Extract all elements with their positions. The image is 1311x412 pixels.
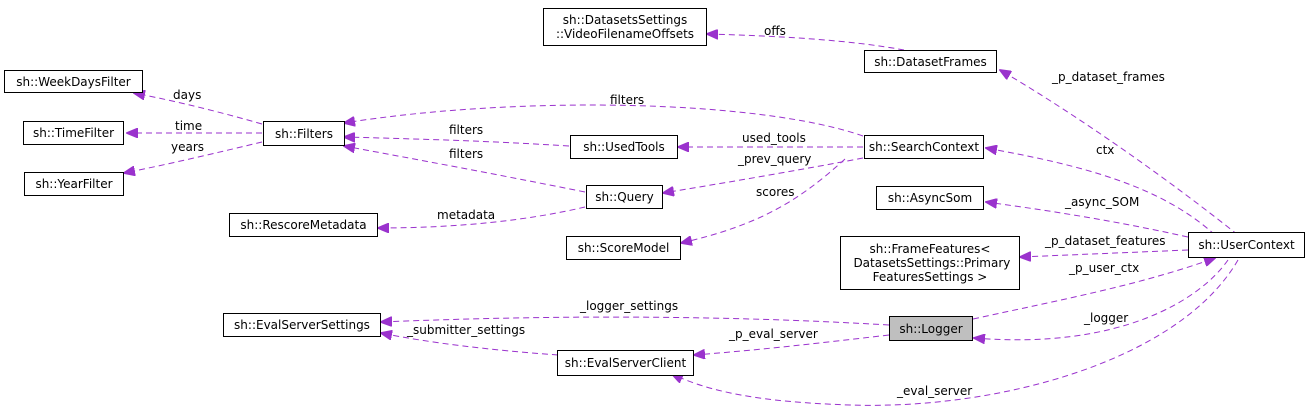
edge-label-logger-settings: _logger_settings: [579, 299, 678, 313]
edge-label-days: days: [173, 88, 201, 102]
edge-metadata: [378, 206, 586, 228]
edge-label-eval-server: _eval_server: [896, 384, 972, 398]
node-query[interactable]: sh::Query: [586, 185, 663, 209]
edge-label-p-eval-server: _p_eval_server: [728, 327, 818, 341]
edge-label-time: time: [175, 119, 202, 133]
node-user-context[interactable]: sh::UserContext: [1188, 232, 1305, 258]
edge-eval-server: [672, 259, 1239, 406]
edge-label-filters-used-tools: filters: [449, 123, 483, 137]
edge-logger: [974, 259, 1229, 340]
edge-label-scores: scores: [756, 185, 795, 199]
edge-filters-search-context: [344, 104, 864, 137]
node-used-tools[interactable]: sh::UsedTools: [570, 135, 678, 159]
edge-prev-query: [663, 157, 864, 193]
node-video-filename-offsets[interactable]: sh::DatasetsSettings ::VideoFilenameOffs…: [543, 8, 707, 46]
edge-filters-used-tools: [344, 137, 570, 147]
edge-label-ctx: ctx: [1096, 143, 1114, 157]
node-search-context[interactable]: sh::SearchContext: [864, 135, 984, 159]
edge-ctx: [986, 148, 1216, 236]
node-dataset-frames[interactable]: sh::DatasetFrames: [864, 50, 997, 73]
edge-label-p-dataset-features: _p_dataset_features: [1044, 234, 1166, 248]
edge-scores: [681, 158, 846, 243]
node-logger[interactable]: sh::Logger: [889, 316, 973, 341]
edge-label-submitter-settings: _submitter_settings: [406, 323, 525, 337]
edge-label-async-som: _async_SOM: [1064, 195, 1139, 209]
edge-p-user-ctx: [972, 258, 1215, 320]
edge-offs: [707, 34, 905, 51]
edge-years: [124, 141, 263, 173]
edge-label-logger: _logger: [1083, 311, 1128, 325]
node-eval-server-client[interactable]: sh::EvalServerClient: [557, 350, 694, 376]
edge-p-dataset-frames: [1000, 70, 1239, 236]
edge-filters-query: [344, 146, 586, 193]
edge-label-p-dataset-frames: _p_dataset_frames: [1051, 70, 1165, 84]
edge-p-eval-server: [694, 334, 890, 355]
edge-label-prev-query: _prev_query: [737, 152, 811, 166]
node-frame-features[interactable]: sh::FrameFeatures< DatasetsSettings::Pri…: [840, 236, 1020, 290]
edge-label-p-user-ctx: _p_user_ctx: [1068, 261, 1139, 275]
node-eval-server-settings[interactable]: sh::EvalServerSettings: [223, 313, 381, 337]
edge-logger-settings: [381, 317, 890, 325]
edge-label-offs: offs: [764, 24, 786, 38]
edge-async-som: [986, 202, 1189, 238]
edge-label-years: years: [171, 140, 204, 154]
node-filters[interactable]: sh::Filters: [263, 121, 345, 146]
edge-submitter-settings: [381, 333, 559, 356]
edge-label-filters-query: filters: [449, 147, 483, 161]
node-time-filter[interactable]: sh::TimeFilter: [23, 121, 124, 145]
node-score-model[interactable]: sh::ScoreModel: [566, 236, 681, 260]
edge-p-dataset-features: [1020, 249, 1189, 257]
node-week-days-filter[interactable]: sh::WeekDaysFilter: [4, 70, 143, 93]
node-year-filter[interactable]: sh::YearFilter: [24, 172, 124, 196]
edge-label-filters-search-context: filters: [610, 93, 644, 107]
node-rescore-metadata[interactable]: sh::RescoreMetadata: [229, 213, 378, 237]
edge-label-metadata: metadata: [437, 208, 495, 222]
edge-days: [134, 93, 263, 125]
node-async-som[interactable]: sh::AsyncSom: [876, 186, 984, 210]
edge-label-used-tools: used_tools: [742, 131, 806, 145]
